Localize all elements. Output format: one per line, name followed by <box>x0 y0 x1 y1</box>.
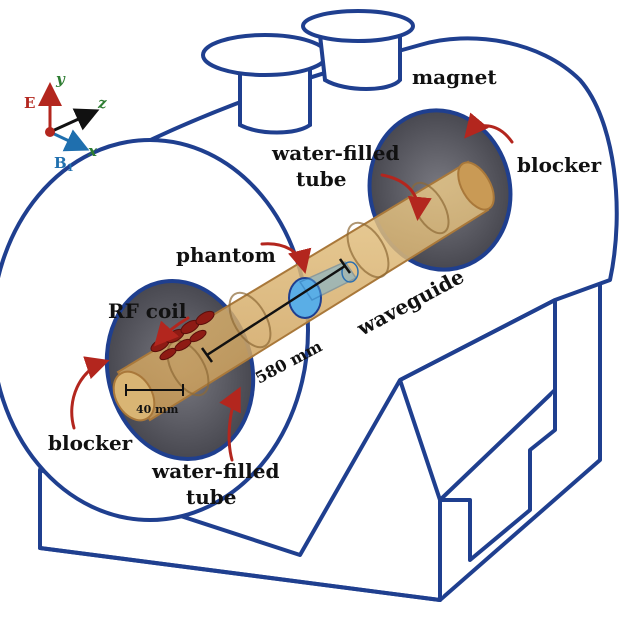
arrow-rf-coil <box>154 316 190 347</box>
axis-x-label: x <box>87 142 98 160</box>
coordinate-axes <box>38 82 100 152</box>
pointer-arrows <box>70 112 514 462</box>
magnet-turrets <box>201 9 415 135</box>
diameter-dimension <box>125 384 184 396</box>
axis-e-label: E <box>24 94 35 112</box>
arrow-water-tube-bottom <box>219 386 241 462</box>
magnet-base-slot <box>438 390 557 600</box>
phantom-label: phantom <box>176 243 276 267</box>
rf-coil-label: RF coil <box>108 299 187 323</box>
water-tube-bottom-label-2: tube <box>186 485 237 509</box>
arrow-blocker-left <box>70 356 110 430</box>
arrow-phantom <box>260 242 312 274</box>
magnet-label: magnet <box>412 65 497 89</box>
blocker-left-label: blocker <box>48 431 133 455</box>
axis-z-arrow <box>49 108 100 134</box>
axis-z-label: z <box>97 94 107 112</box>
axis-x-arrow <box>49 129 90 152</box>
axis-origin <box>45 127 55 137</box>
water-tube-top-label-2: tube <box>296 167 347 191</box>
water-tube-top-label-1: water-filled <box>271 141 399 165</box>
axis-y-label: y <box>55 70 66 88</box>
blocker-right-label: blocker <box>517 153 602 177</box>
water-tube-bottom-label-1: water-filled <box>151 459 279 483</box>
axis-b1-label: B1 <box>54 154 74 174</box>
length-dimension <box>200 258 352 363</box>
magnet-base-front <box>38 379 442 602</box>
arrow-water-tube-top <box>380 173 432 221</box>
arrow-blocker-right <box>464 112 514 144</box>
diameter-label: 40 mm <box>136 403 179 416</box>
